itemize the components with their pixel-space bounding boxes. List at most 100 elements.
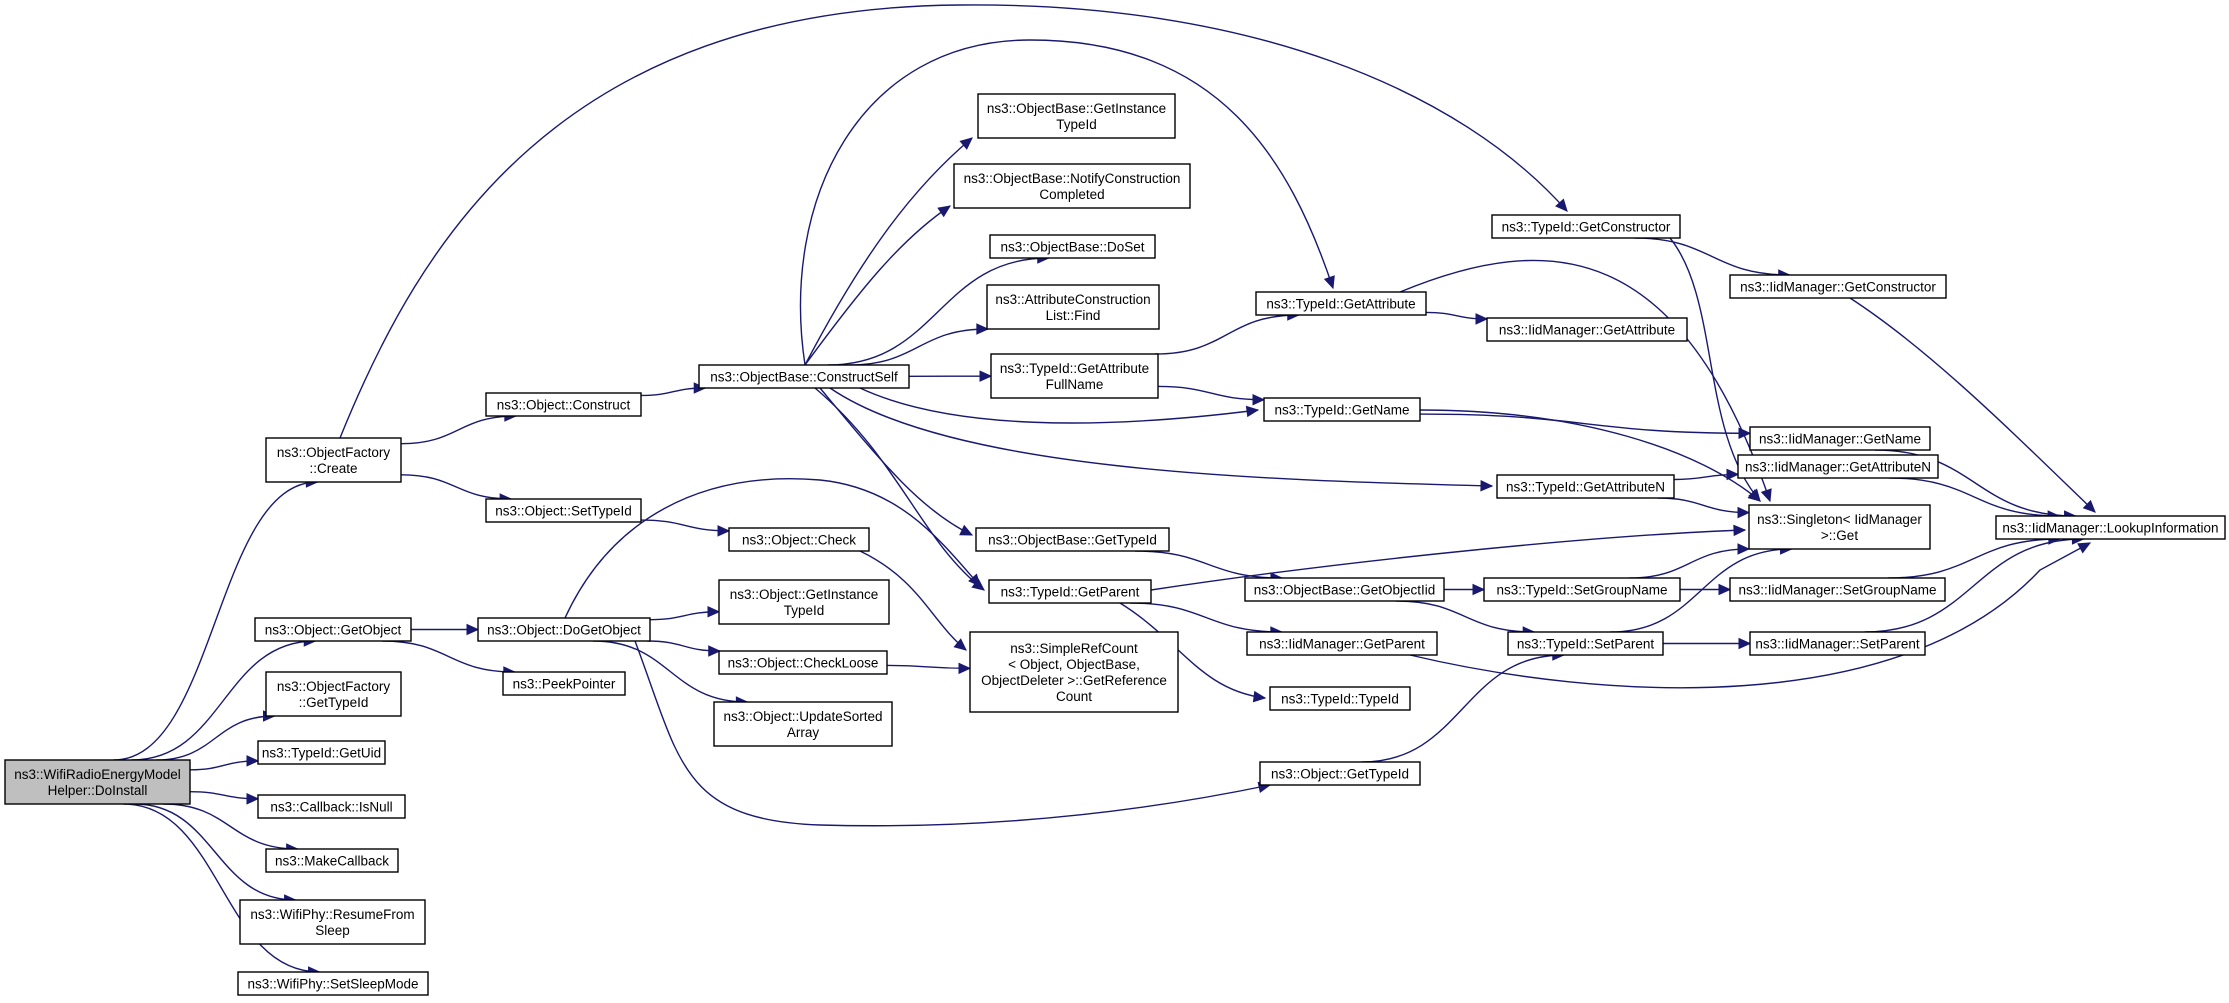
- call-edge-arrowhead: [976, 323, 990, 335]
- function-node-box[interactable]: [1263, 397, 1421, 422]
- function-node[interactable]: ns3::IidManager::GetParent: [1246, 631, 1438, 656]
- function-node-box[interactable]: [254, 617, 412, 642]
- function-node-box[interactable]: [1737, 454, 1939, 479]
- function-node-box[interactable]: [728, 527, 870, 552]
- function-node[interactable]: ns3::ObjectFactory::Create: [265, 437, 402, 483]
- function-node[interactable]: ns3::Object::GetObject: [254, 617, 412, 642]
- call-edge-line: [593, 640, 748, 703]
- root-function-node[interactable]: ns3::WifiRadioEnergyModelHelper::DoInsta…: [4, 759, 191, 805]
- call-edge: [1629, 543, 1751, 579]
- function-node[interactable]: ns3::PeekPointer: [502, 671, 626, 696]
- function-node[interactable]: ns3::Object::DoGetObject: [477, 617, 651, 642]
- call-edge-line: [1874, 449, 2076, 517]
- function-node[interactable]: ns3::IidManager::GetAttributeN: [1737, 454, 1939, 479]
- function-node[interactable]: ns3::Object::SetTypeId: [485, 498, 642, 523]
- function-node-box[interactable]: [713, 701, 893, 747]
- function-node-box[interactable]: [485, 392, 642, 417]
- function-node[interactable]: ns3::Callback::IsNull: [257, 794, 406, 819]
- function-node-box[interactable]: [1491, 214, 1681, 239]
- call-edge: [339, 4, 1568, 439]
- function-node[interactable]: ns3::Object::GetTypeId: [1259, 761, 1421, 786]
- function-node-box[interactable]: [237, 971, 429, 996]
- function-node-box[interactable]: [986, 284, 1160, 330]
- function-node-label: List::Find: [1046, 308, 1101, 323]
- call-edge-line: [1889, 477, 2060, 517]
- function-node-box[interactable]: [988, 579, 1152, 604]
- function-node[interactable]: ns3::IidManager::GetAttribute: [1486, 317, 1688, 342]
- function-node[interactable]: ns3::TypeId::GetName: [1263, 397, 1421, 422]
- function-node[interactable]: ns3::Object::Construct: [485, 392, 642, 417]
- function-node-box[interactable]: [1729, 274, 1947, 299]
- function-node[interactable]: ns3::IidManager::GetConstructor: [1729, 274, 1947, 299]
- function-node[interactable]: ns3::Object::Check: [728, 527, 870, 552]
- function-node[interactable]: ns3::MakeCallback: [265, 848, 399, 873]
- function-node-box[interactable]: [953, 163, 1191, 209]
- function-node[interactable]: ns3::ObjectBase::DoSet: [989, 234, 1156, 259]
- function-node-label: ns3::WifiPhy::ResumeFrom: [250, 907, 414, 922]
- function-node[interactable]: ns3::WifiPhy::SetSleepMode: [237, 971, 429, 996]
- function-node-box[interactable]: [1749, 631, 1926, 656]
- call-edge: [1849, 297, 2096, 513]
- function-node[interactable]: ns3::ObjectBase::ConstructSelf: [698, 364, 910, 389]
- function-node-box[interactable]: [1749, 426, 1931, 451]
- function-node-label: ::GetTypeId: [299, 695, 369, 710]
- function-node-box[interactable]: [1486, 317, 1688, 342]
- function-node[interactable]: ns3::TypeId::GetParent: [988, 579, 1152, 604]
- function-node-box[interactable]: [477, 617, 651, 642]
- function-node-box[interactable]: [718, 650, 888, 675]
- function-node[interactable]: ns3::TypeId::SetParent: [1507, 631, 1664, 656]
- function-node[interactable]: ns3::Singleton< IidManager>::Get: [1748, 504, 1931, 550]
- function-node-box[interactable]: [1748, 504, 1931, 550]
- function-node-box[interactable]: [969, 631, 1179, 713]
- function-node-box[interactable]: [1507, 631, 1664, 656]
- function-node-box[interactable]: [1496, 474, 1675, 499]
- function-node-box[interactable]: [265, 848, 399, 873]
- function-node[interactable]: ns3::Object::CheckLoose: [718, 650, 888, 675]
- function-node[interactable]: ns3::IidManager::SetGroupName: [1729, 577, 1946, 602]
- function-node-box[interactable]: [989, 234, 1156, 259]
- function-node-box[interactable]: [1729, 577, 1946, 602]
- function-node-box[interactable]: [239, 899, 426, 945]
- function-node[interactable]: ns3::TypeId::GetConstructor: [1491, 214, 1681, 239]
- function-node-box[interactable]: [1483, 577, 1681, 602]
- function-node[interactable]: ns3::ObjectBase::GetTypeId: [975, 527, 1170, 552]
- function-node[interactable]: ns3::TypeId::TypeId: [1269, 686, 1411, 711]
- function-node[interactable]: ns3::ObjectBase::GetObjectIid: [1244, 577, 1445, 602]
- function-node-box[interactable]: [698, 364, 910, 389]
- function-node-box[interactable]: [1269, 686, 1411, 711]
- function-node-box[interactable]: [1246, 631, 1438, 656]
- function-node[interactable]: ns3::TypeId::SetGroupName: [1483, 577, 1681, 602]
- function-node-box[interactable]: [4, 759, 191, 805]
- function-node-box[interactable]: [257, 740, 386, 765]
- function-node[interactable]: ns3::IidManager::LookupInformation: [1995, 515, 2226, 540]
- function-node-box[interactable]: [718, 579, 890, 625]
- function-node[interactable]: ns3::IidManager::GetName: [1749, 426, 1931, 451]
- function-node[interactable]: ns3::ObjectFactory::GetTypeId: [265, 671, 402, 717]
- function-node[interactable]: ns3::TypeId::GetUid: [257, 740, 386, 765]
- function-node[interactable]: ns3::TypeId::GetAttributeN: [1496, 474, 1675, 499]
- function-node-label: ns3::TypeId::GetAttributeN: [1506, 480, 1665, 495]
- function-node-box[interactable]: [265, 437, 402, 483]
- function-node-box[interactable]: [975, 527, 1170, 552]
- function-node-box[interactable]: [977, 93, 1176, 139]
- function-node-box[interactable]: [990, 353, 1159, 399]
- function-node-box[interactable]: [1995, 515, 2226, 540]
- function-node-box[interactable]: [1259, 761, 1421, 786]
- function-node-box[interactable]: [1244, 577, 1445, 602]
- function-node[interactable]: ns3::TypeId::GetAttribute: [1255, 291, 1427, 316]
- function-node-box[interactable]: [485, 498, 642, 523]
- function-node[interactable]: ns3::ObjectBase::NotifyConstructionCompl…: [953, 163, 1191, 209]
- function-node-box[interactable]: [502, 671, 626, 696]
- function-node-box[interactable]: [1255, 291, 1427, 316]
- function-node[interactable]: ns3::IidManager::SetParent: [1749, 631, 1926, 656]
- function-node[interactable]: ns3::SimpleRefCount< Object, ObjectBase,…: [969, 631, 1179, 713]
- function-node-box[interactable]: [257, 794, 406, 819]
- function-node-box[interactable]: [265, 671, 402, 717]
